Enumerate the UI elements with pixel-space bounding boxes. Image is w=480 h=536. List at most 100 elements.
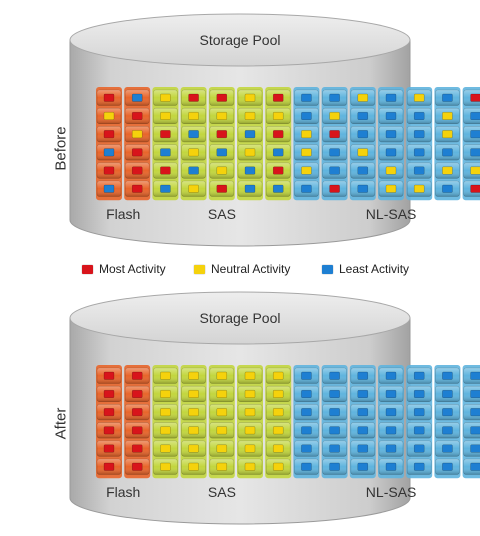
- activity-chip: [357, 148, 369, 157]
- activity-chip: [301, 130, 312, 139]
- activity-chip: [216, 93, 228, 102]
- activity-chip: [103, 111, 115, 120]
- activity-chip: [188, 111, 199, 120]
- activity-chip: [442, 389, 453, 398]
- activity-chip: [188, 148, 199, 157]
- activity-chip: [385, 462, 397, 471]
- activity-chip: [188, 93, 199, 102]
- legend-swatch-least: [322, 264, 333, 274]
- activity-chip: [216, 166, 228, 175]
- activity-chip: [470, 371, 480, 380]
- activity-chip: [244, 462, 256, 471]
- activity-chip: [131, 111, 143, 120]
- activity-chip: [329, 426, 340, 435]
- activity-chip: [244, 444, 256, 453]
- activity-chip: [329, 111, 340, 120]
- activity-chip: [442, 426, 453, 435]
- before-label: Before: [52, 126, 70, 171]
- activity-chip: [442, 93, 453, 102]
- activity-chip: [160, 93, 171, 102]
- tier-label-flash: Flash: [106, 206, 140, 222]
- activity-chip: [357, 166, 369, 175]
- activity-chip: [357, 389, 369, 398]
- activity-chip: [188, 166, 199, 175]
- pool-title: Storage Pool: [200, 32, 281, 48]
- activity-chip: [329, 389, 340, 398]
- activity-chip: [188, 371, 199, 380]
- activity-chip: [413, 389, 425, 398]
- tier-label-nl-sas: NL-SAS: [366, 484, 417, 500]
- activity-chip: [329, 184, 340, 193]
- activity-chip: [442, 444, 453, 453]
- activity-chip: [131, 184, 143, 193]
- activity-chip: [470, 148, 480, 157]
- activity-chip: [470, 444, 480, 453]
- activity-chip: [413, 408, 425, 417]
- cylinder-top: [69, 13, 411, 67]
- activity-chip: [103, 444, 115, 453]
- activity-chip: [413, 166, 425, 175]
- activity-chip: [301, 148, 312, 157]
- activity-chip: [188, 444, 199, 453]
- activity-chip: [470, 93, 480, 102]
- activity-chip: [131, 93, 143, 102]
- activity-chip: [329, 371, 340, 380]
- activity-chip: [385, 389, 397, 398]
- activity-chip: [131, 389, 143, 398]
- activity-chip: [442, 462, 453, 471]
- activity-chip: [357, 130, 369, 139]
- activity-chip: [357, 111, 369, 120]
- activity-chip: [103, 166, 115, 175]
- activity-chip: [216, 462, 228, 471]
- activity-chip: [442, 148, 453, 157]
- activity-chip: [301, 389, 312, 398]
- legend-label-least: Least Activity: [339, 262, 410, 276]
- activity-chip: [301, 462, 312, 471]
- activity-chip: [357, 93, 369, 102]
- activity-chip: [329, 408, 340, 417]
- activity-chip: [272, 166, 284, 175]
- activity-chip: [413, 462, 425, 471]
- activity-chip: [272, 371, 284, 380]
- activity-chip: [244, 166, 256, 175]
- activity-chip: [160, 462, 171, 471]
- activity-chip: [413, 93, 425, 102]
- activity-chip: [413, 148, 425, 157]
- activity-chip: [301, 93, 312, 102]
- activity-chip: [272, 426, 284, 435]
- activity-chip: [216, 408, 228, 417]
- after-label: After: [52, 407, 70, 440]
- activity-chip: [160, 426, 171, 435]
- activity-chip: [357, 184, 369, 193]
- activity-chip: [244, 184, 256, 193]
- activity-chip: [413, 184, 425, 193]
- activity-chip: [385, 111, 397, 120]
- activity-chip: [272, 148, 284, 157]
- activity-chip: [301, 444, 312, 453]
- legend-swatch-most: [82, 264, 93, 274]
- activity-chip: [131, 371, 143, 380]
- activity-chip: [385, 426, 397, 435]
- activity-chip: [442, 184, 453, 193]
- activity-chip: [244, 130, 256, 139]
- activity-chip: [470, 130, 480, 139]
- activity-chip: [413, 130, 425, 139]
- activity-chip: [329, 148, 340, 157]
- activity-chip: [385, 130, 397, 139]
- activity-chip: [244, 93, 256, 102]
- activity-chip: [160, 111, 171, 120]
- activity-chip: [301, 166, 312, 175]
- activity-chip: [103, 130, 115, 139]
- activity-chip: [216, 444, 228, 453]
- activity-chip: [131, 130, 143, 139]
- activity-chip: [413, 111, 425, 120]
- pool-title: Storage Pool: [200, 310, 281, 326]
- activity-chip: [272, 111, 284, 120]
- activity-chip: [442, 408, 453, 417]
- activity-chip: [103, 426, 115, 435]
- tier-label-flash: Flash: [106, 484, 140, 500]
- activity-chip: [301, 371, 312, 380]
- activity-chip: [470, 389, 480, 398]
- activity-chip: [216, 130, 228, 139]
- activity-chip: [160, 184, 171, 193]
